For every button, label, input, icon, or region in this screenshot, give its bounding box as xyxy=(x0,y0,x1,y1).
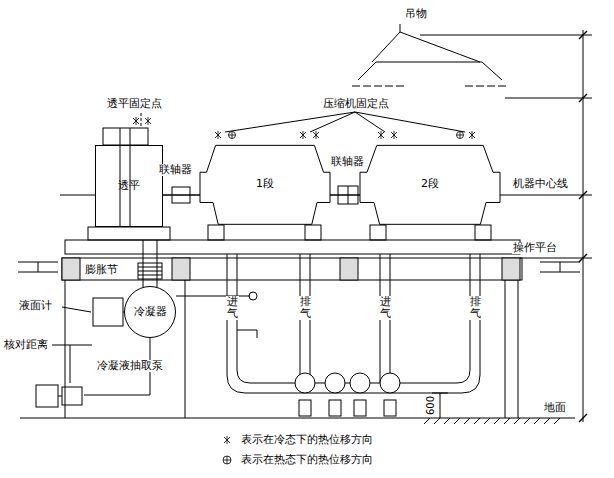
fixed-point-label: 压缩机固定点 xyxy=(322,98,390,110)
fixed-point-label: 透平固定点 xyxy=(106,98,163,110)
gauge-label: 液面计 xyxy=(18,300,53,312)
node-label: 透平 xyxy=(118,180,140,192)
node-label: 2段 xyxy=(421,178,439,190)
compressor-casing: 2段 xyxy=(360,142,500,226)
coupling-label: 联轴器 xyxy=(330,156,365,168)
coupling-label: 联轴器 xyxy=(158,164,193,176)
pipe-label: 排气 xyxy=(299,296,312,320)
legend-text: 表示在冷态下的热位移方向 xyxy=(240,434,374,446)
distance-label: 核对距离 xyxy=(3,339,49,351)
shaft-line xyxy=(330,195,360,196)
pump-label: 冷凝液抽取泵 xyxy=(96,360,164,372)
ground-label: 地面 xyxy=(543,402,567,414)
load-label: 吊物 xyxy=(404,8,428,20)
pipe-label: 进气 xyxy=(379,296,392,320)
expansion-joint-label: 膨胀节 xyxy=(84,264,119,276)
node-label: 1段 xyxy=(256,178,274,190)
compressor-casing: 1段 xyxy=(200,142,330,226)
platform-label: 操作平台 xyxy=(512,242,558,254)
dimension-value: 600 xyxy=(425,395,436,416)
node-label: 冷凝器 xyxy=(134,306,167,318)
shaft-line xyxy=(163,195,200,196)
legend-text: 表示在热态下的热位移方向 xyxy=(240,454,374,466)
turbine-box: 透平 xyxy=(95,145,163,227)
centerline-label: 机器中心线 xyxy=(512,178,569,190)
pipe-label: 排气 xyxy=(469,296,482,320)
pipe-label: 进气 xyxy=(226,296,239,320)
condenser-circle: 冷凝器 xyxy=(124,286,176,338)
